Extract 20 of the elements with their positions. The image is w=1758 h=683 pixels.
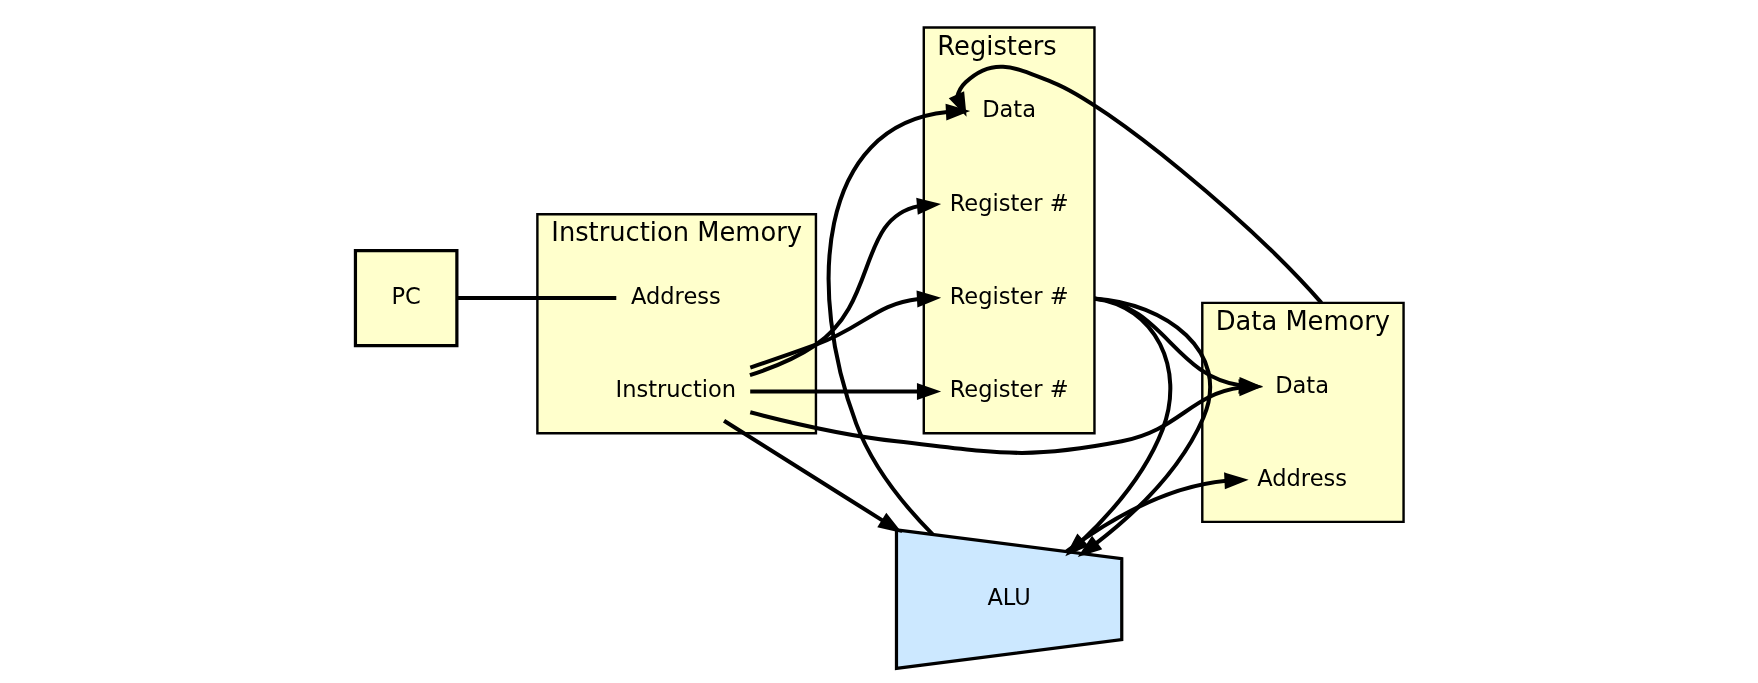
arrow [1093, 296, 1263, 394]
arrow [749, 382, 941, 400]
node-text: Register # [949, 376, 1069, 403]
node-text: Address [630, 282, 721, 309]
arrow [948, 64, 1323, 305]
arrow [1065, 472, 1249, 553]
node-text: Address [1256, 464, 1347, 491]
arrow [1077, 296, 1212, 558]
node-text: Register # [949, 282, 1069, 309]
node-box: PC [353, 248, 458, 348]
arrow [749, 290, 941, 370]
arrow [722, 419, 902, 533]
node-text: Instruction [615, 376, 736, 403]
connector [456, 296, 616, 301]
node-text: Data [1274, 371, 1329, 398]
node-text: Data [981, 96, 1036, 123]
arrow [826, 103, 970, 536]
node-text: Register # [949, 189, 1069, 216]
node-box: ALU [894, 528, 1123, 671]
arrow [748, 197, 941, 377]
